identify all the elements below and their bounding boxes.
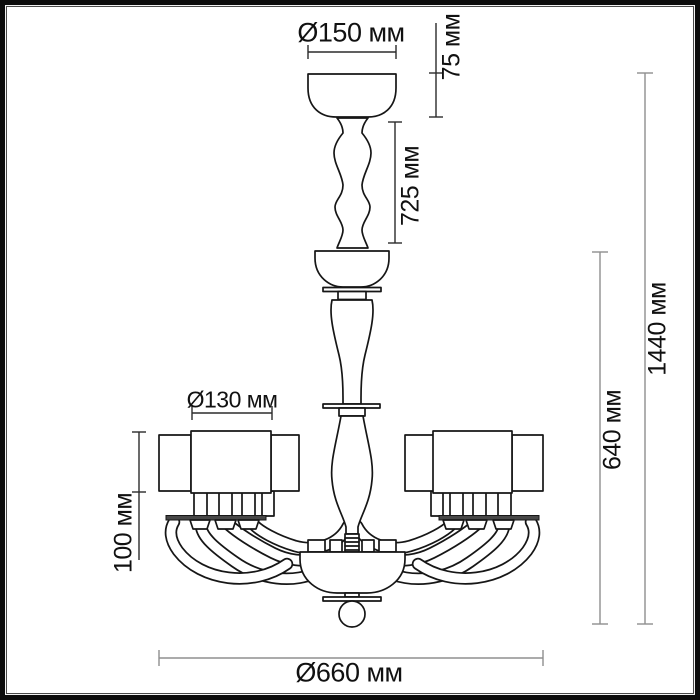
dim-shade-diameter-line <box>191 406 273 420</box>
wavy-stem <box>333 117 372 249</box>
body-height-label: 640 мм <box>598 389 627 471</box>
canopy-diameter-label: Ø150 мм <box>297 17 405 48</box>
candle-sleeves-right <box>430 490 512 517</box>
stem-length-label: 725 мм <box>396 145 425 227</box>
arm-plate-left <box>165 515 267 530</box>
dim-canopy-height-line <box>429 23 443 118</box>
dim-canopy-diameter-line <box>307 45 397 59</box>
dim-total-height-line <box>637 72 653 625</box>
baluster-column <box>322 299 381 417</box>
bottom-bowl <box>299 551 406 628</box>
shade-height-label: 100 мм <box>109 492 138 574</box>
ceiling-canopy <box>307 73 397 118</box>
dim-stem-length-line <box>388 121 402 244</box>
dim-shade-height-line <box>132 431 146 560</box>
upper-bowl <box>314 250 390 301</box>
shade-diameter-label: Ø130 мм <box>186 386 278 413</box>
dim-total-diameter-line <box>158 650 544 666</box>
candle-sleeves-left <box>193 490 275 517</box>
dim-body-height-line <box>592 251 608 625</box>
shade-group-right <box>404 430 544 494</box>
shade-group-left <box>158 430 300 494</box>
lower-column <box>330 415 374 553</box>
canopy-height-label: 75 мм <box>437 13 466 81</box>
hub-sockets <box>307 539 397 553</box>
total-diameter-label: Ø660 мм <box>295 657 403 688</box>
arm-plate-right <box>438 515 540 530</box>
total-height-label: 1440 мм <box>643 282 672 376</box>
